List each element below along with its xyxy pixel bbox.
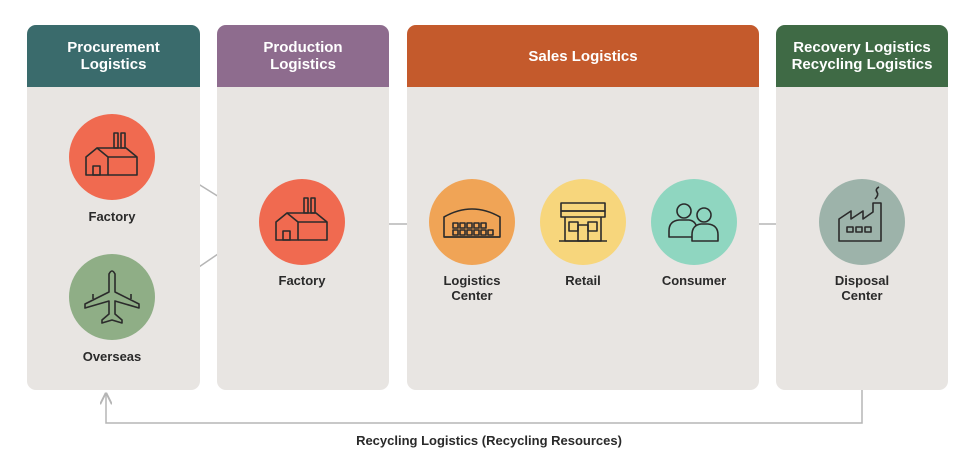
procurement-factory-node bbox=[69, 114, 155, 200]
production-factory-label: Factory bbox=[278, 273, 326, 288]
factory-icon bbox=[85, 132, 138, 176]
people-icon bbox=[668, 203, 719, 242]
disposal-center-node bbox=[819, 179, 905, 265]
recovery-header: Recovery Logistics Recycling Logistics bbox=[776, 25, 948, 87]
production-header: Production Logistics bbox=[217, 25, 389, 87]
consumer-label: Consumer bbox=[661, 273, 727, 288]
production-factory-node bbox=[259, 179, 345, 265]
logistics-center-node bbox=[429, 179, 515, 265]
retail-node bbox=[540, 179, 626, 265]
sales-header: Sales Logistics bbox=[407, 25, 759, 87]
procurement-header: Procurement Logistics bbox=[27, 25, 200, 87]
overseas-label: Overseas bbox=[82, 349, 142, 364]
warehouse-icon bbox=[443, 208, 501, 238]
store-icon bbox=[559, 202, 607, 242]
disposal-center-label: Disposal Center bbox=[834, 273, 890, 303]
factory-icon bbox=[275, 197, 328, 241]
airplane-icon bbox=[84, 270, 140, 324]
consumer-node bbox=[651, 179, 737, 265]
production-panel: Production Logistics bbox=[217, 25, 389, 390]
logistics-center-label: Logistics Center bbox=[443, 273, 501, 303]
recycling-caption: Recycling Logistics (Recycling Resources… bbox=[356, 433, 622, 448]
overseas-node bbox=[69, 254, 155, 340]
procurement-factory-label: Factory bbox=[88, 209, 136, 224]
recycling-return-line bbox=[106, 390, 863, 424]
retail-label: Retail bbox=[565, 273, 601, 288]
disposal-factory-icon bbox=[838, 186, 882, 242]
